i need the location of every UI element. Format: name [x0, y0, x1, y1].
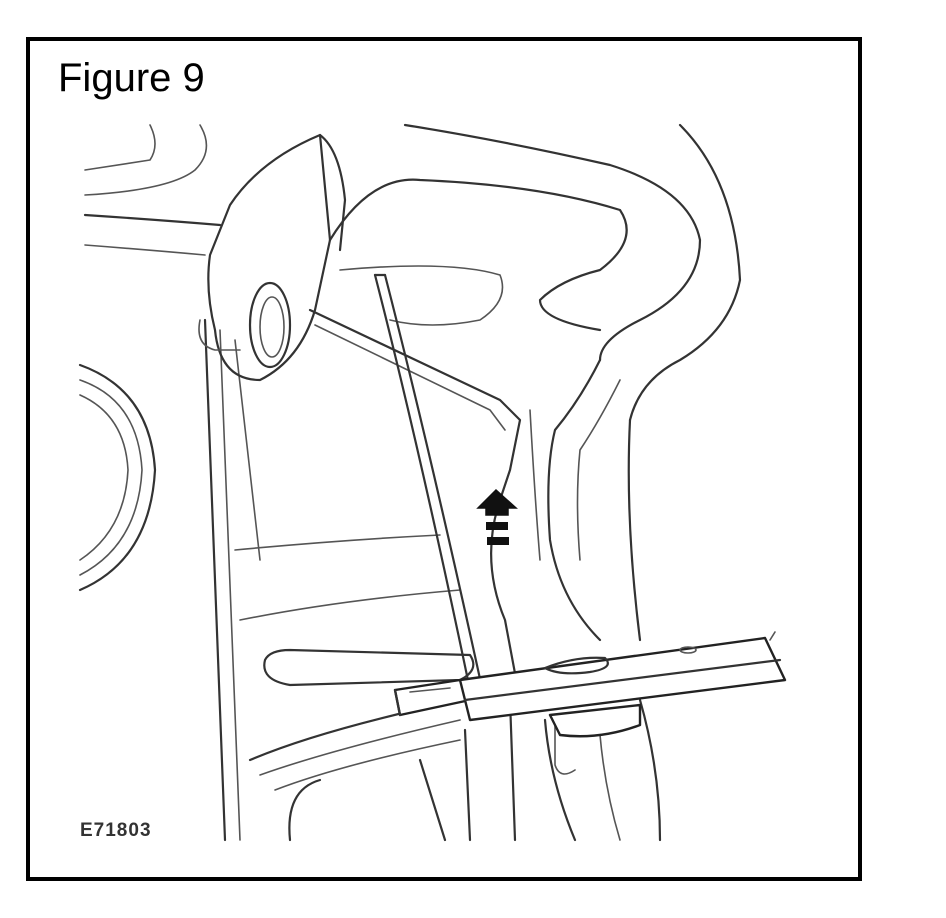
- center-panel-lines: [308, 123, 742, 702]
- tool-insertion-diagram-icon: [78, 123, 787, 842]
- release-tool: [373, 273, 484, 692]
- upper-bracket: [198, 133, 347, 382]
- background-panel-lines: [78, 124, 261, 842]
- lower-structure: [418, 698, 662, 842]
- figure-code: E71803: [80, 820, 152, 841]
- sill-trim-component: [393, 631, 787, 738]
- figure-title: Figure 9: [58, 56, 205, 100]
- figure-frame: [26, 37, 862, 881]
- lower-horizontal-lines: [234, 534, 475, 842]
- up-arrow-icon: [476, 488, 518, 545]
